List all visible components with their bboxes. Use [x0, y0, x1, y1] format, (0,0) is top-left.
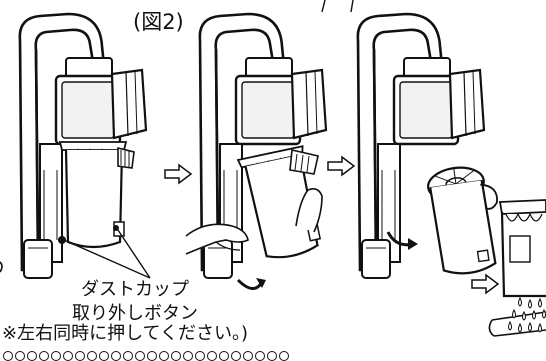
- dust-cup-release-button-callout: ダストカップ 取り外しボタン: [72, 278, 198, 326]
- curved-arrow-icon: [386, 231, 418, 250]
- bottom-dotted-border: [3, 351, 289, 361]
- callout-line-2: 取り外しボタン: [72, 303, 198, 324]
- callout-line-1: ダストカップ: [81, 279, 189, 300]
- curved-arrow-icon: [236, 278, 266, 290]
- vacuum-step-2: [185, 12, 328, 290]
- water-drops-icon: [508, 296, 546, 333]
- arrow-right-outline-icon: [471, 274, 499, 294]
- vacuum-step-1: [18, 12, 148, 280]
- arrow-right-outline-icon: [327, 156, 355, 176]
- hand-icon: [295, 188, 323, 233]
- instruction-note: ※左右同時に押してください。): [2, 323, 249, 344]
- arrow-right-outline-icon: [164, 164, 192, 184]
- figure-label: (図2): [133, 10, 184, 34]
- emptying-container: [488, 199, 546, 337]
- detached-dust-cup: [427, 166, 498, 275]
